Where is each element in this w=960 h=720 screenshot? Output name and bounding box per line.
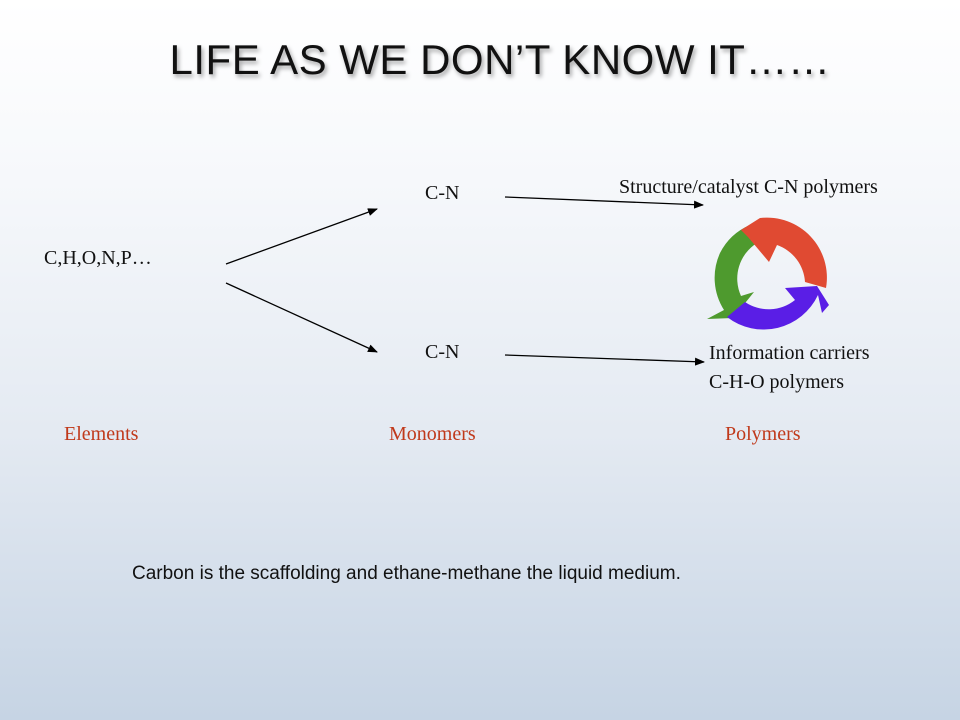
monomer-bottom-text: C-N xyxy=(425,341,460,363)
polymer-top-text: Structure/catalyst C-N polymers xyxy=(619,176,878,198)
monomers-label: Monomers xyxy=(389,423,476,445)
elements-text: C,H,O,N,P… xyxy=(44,247,152,269)
arrow-monomer-to-polymer-top xyxy=(504,196,704,209)
arrow-elements-to-monomer-bottom xyxy=(225,282,378,353)
arrow-elements-to-monomer-top xyxy=(225,208,378,265)
recycle-cycle-icon xyxy=(707,217,829,330)
monomer-top-text: C-N xyxy=(425,182,460,204)
slide-title: LIFE AS WE DON’T KNOW IT…… xyxy=(169,36,831,83)
slide-caption: Carbon is the scaffolding and ethane-met… xyxy=(132,563,681,584)
polymers-label: Polymers xyxy=(725,423,801,445)
polymer-bottom-line1: Information carriers xyxy=(709,342,870,364)
arrow-monomer-to-polymer-bottom xyxy=(504,354,705,366)
polymer-bottom-line2: C-H-O polymers xyxy=(709,371,844,393)
elements-label: Elements xyxy=(64,423,139,445)
